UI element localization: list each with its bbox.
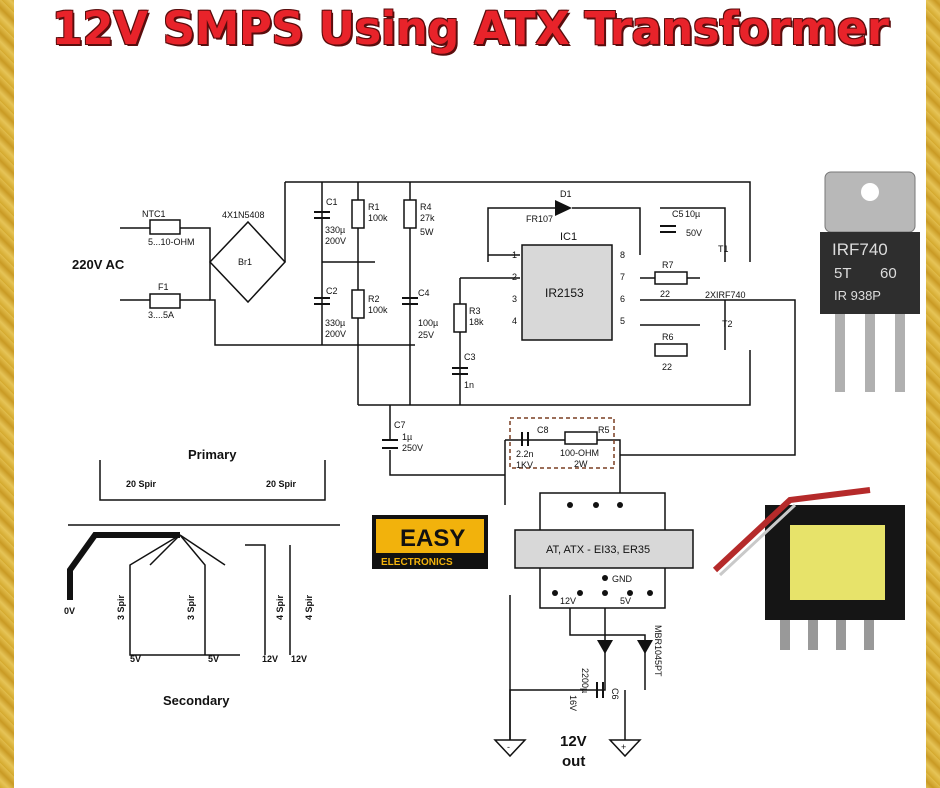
secondary-5v-a: 5V <box>130 654 141 664</box>
c1-label: C1 <box>326 197 338 207</box>
r4-label: R4 <box>420 202 432 212</box>
r6-label: R6 <box>662 332 674 342</box>
primary-label: Primary <box>188 447 237 462</box>
c5-v2: 50V <box>686 228 702 238</box>
output-neg: - <box>507 742 510 752</box>
logo-line1: EASY <box>400 525 465 552</box>
ic-pin-4: 4 <box>512 316 517 326</box>
c7-v1: 1µ <box>402 432 412 442</box>
c6-v1: 2200µ <box>580 668 590 693</box>
chip-marking-3: 60 <box>880 265 897 282</box>
c7-v2: 250V <box>402 443 423 453</box>
r1-value: 100k <box>368 213 388 223</box>
c5-label: C5 <box>672 209 684 219</box>
secondary-s4: 4 Spir <box>304 594 314 620</box>
c5-v1: 10µ <box>685 209 700 219</box>
r4-v2: 5W <box>420 227 434 237</box>
c6-v2: 16V <box>568 695 578 711</box>
r5-v2: 2W <box>574 459 588 469</box>
ic-part: IR2153 <box>545 286 584 300</box>
fuse-label: F1 <box>158 282 169 292</box>
ic-pin-5: 5 <box>620 316 625 326</box>
r2-value: 100k <box>368 305 388 315</box>
c2-label: C2 <box>326 286 338 296</box>
r3-label: R3 <box>469 306 481 316</box>
transformer-label: AT, ATX - EI33, ER35 <box>546 544 650 556</box>
output-pos: + <box>621 742 626 752</box>
transformer-gnd: GND <box>612 574 633 584</box>
c8-v1: 2.2n <box>516 449 534 459</box>
mosfet-photo <box>820 171 920 392</box>
transformer-5v: 5V <box>620 596 631 606</box>
mosfet-part: 2XIRF740 <box>705 290 746 300</box>
c8-v2: 1KV <box>516 460 533 470</box>
page-title: 12V SMPS Using ATX Transformer <box>51 2 889 55</box>
d1-label: D1 <box>560 189 572 199</box>
bridge-ref: Br1 <box>238 257 252 267</box>
bridge-part: 4X1N5408 <box>222 210 265 220</box>
secondary-12v-a: 12V <box>262 654 278 664</box>
r5-v1: 100-OHM <box>560 448 599 458</box>
ic-pin-2: 2 <box>512 272 517 282</box>
mains-label: 220V AC <box>72 257 125 272</box>
output-diode-part: MBR1045PT <box>653 625 663 677</box>
c3-label: C3 <box>464 352 476 362</box>
chip-marking-2: 5T <box>834 265 852 282</box>
r3-value: 18k <box>469 317 484 327</box>
ic-pin-7: 7 <box>620 272 625 282</box>
ic-pin-6: 6 <box>620 294 625 304</box>
primary-left: 20 Spir <box>126 479 157 489</box>
r5-label: R5 <box>598 425 610 435</box>
c1-v2: 200V <box>325 236 346 246</box>
output-line2: out <box>562 753 585 770</box>
transformer-12v: 12V <box>560 596 576 606</box>
r4-v1: 27k <box>420 213 435 223</box>
r1-label: R1 <box>368 202 380 212</box>
t2-label: T2 <box>722 319 733 329</box>
ntc-label: NTC1 <box>142 209 166 219</box>
d1-part: FR107 <box>526 214 553 224</box>
c3-value: 1n <box>464 380 474 390</box>
chip-marking-1: IRF740 <box>832 240 888 259</box>
c2-v1: 330µ <box>325 318 345 328</box>
ic-pin-1: 1 <box>512 250 517 260</box>
logo-line2: ELECTRONICS <box>381 557 453 568</box>
ic-pin-8: 8 <box>620 250 625 260</box>
output-line1: 12V <box>560 733 587 750</box>
ntc-value: 5...10-OHM <box>148 237 195 247</box>
chip-marking-4: IR 938P <box>834 288 881 303</box>
secondary-5v-b: 5V <box>208 654 219 664</box>
secondary-12v-b: 12V <box>291 654 307 664</box>
r6-value: 22 <box>662 362 672 372</box>
r7-value: 22 <box>660 289 670 299</box>
secondary-label: Secondary <box>163 693 230 708</box>
r7-label: R7 <box>662 260 674 270</box>
secondary-s3: 4 Spir <box>275 594 285 620</box>
primary-right: 20 Spir <box>266 479 297 489</box>
ferrite-transformer-photo <box>712 487 905 650</box>
ic-pin-3: 3 <box>512 294 517 304</box>
zero-volt: 0V <box>64 606 75 616</box>
fuse-value: 3....5A <box>148 310 174 320</box>
ic-ref: IC1 <box>560 231 577 243</box>
secondary-s1: 3 Spir <box>116 594 126 620</box>
c4-v2: 25V <box>418 330 434 340</box>
t1-label: T1 <box>718 244 729 254</box>
content-panel <box>14 0 926 788</box>
c4-label: C4 <box>418 288 430 298</box>
c2-v2: 200V <box>325 329 346 339</box>
c7-label: C7 <box>394 420 406 430</box>
r2-label: R2 <box>368 294 380 304</box>
c8-label: C8 <box>537 425 549 435</box>
c1-v1: 330µ <box>325 225 345 235</box>
c6-label: C6 <box>610 688 620 700</box>
ic-body <box>521 244 613 341</box>
secondary-s2: 3 Spir <box>186 594 196 620</box>
c4-v1: 100µ <box>418 318 438 328</box>
